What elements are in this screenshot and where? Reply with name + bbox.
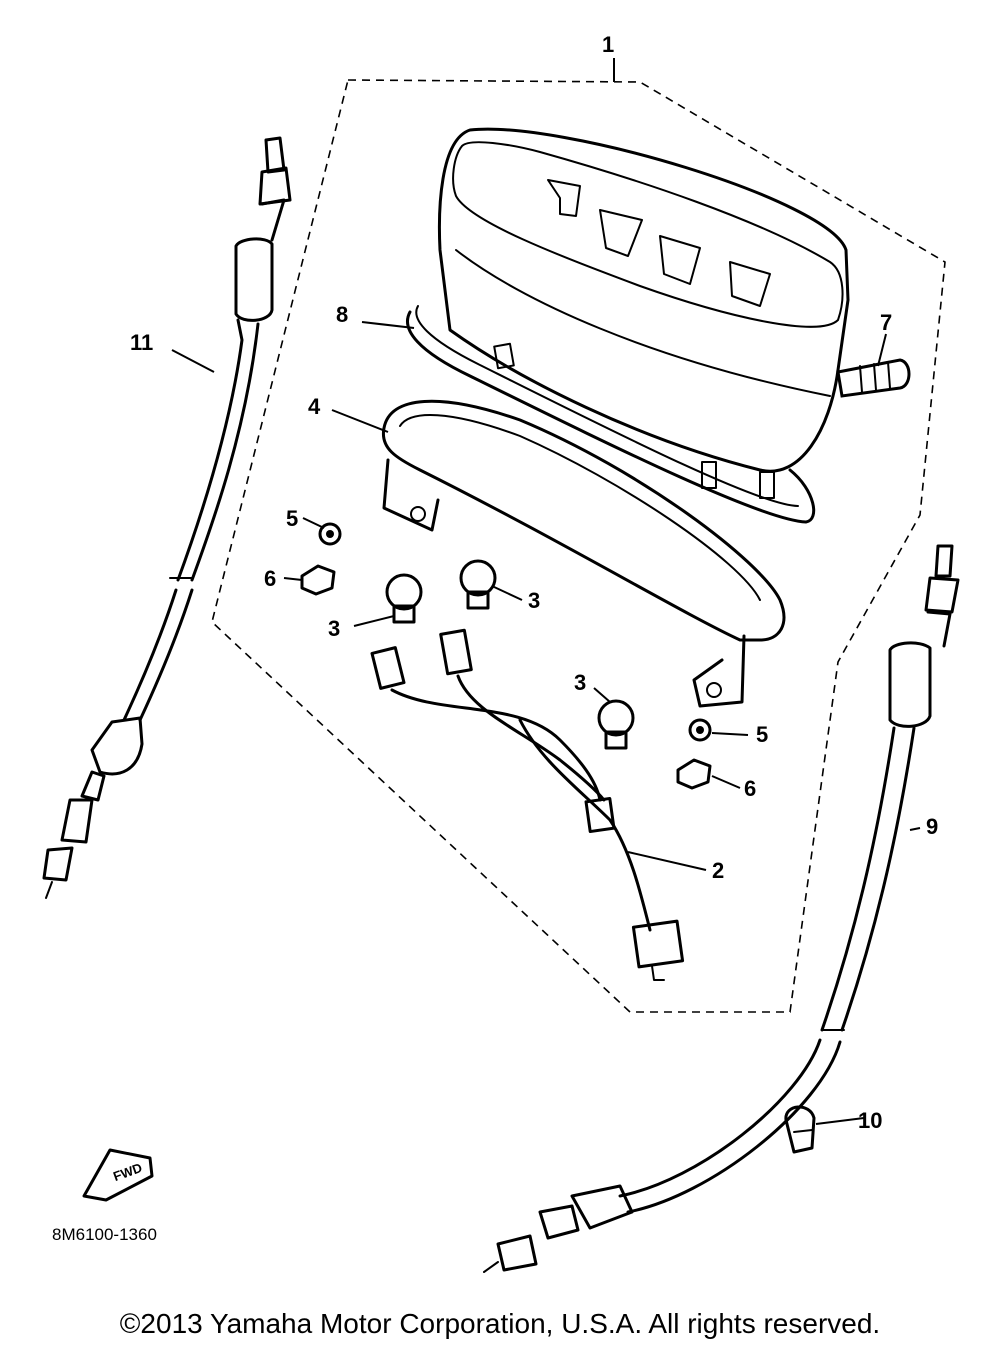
bulb-center — [459, 559, 497, 610]
front-badge-label: FWD — [111, 1160, 144, 1184]
cable-clamp — [784, 1105, 816, 1154]
front-direction-arrow: FWD — [82, 1148, 154, 1202]
callout-4: 4 — [308, 394, 321, 419]
lamp-wire-harness — [370, 628, 685, 981]
speedometer-cable — [42, 136, 292, 899]
meter-bracket — [381, 399, 786, 708]
callout-8: 8 — [336, 302, 348, 327]
callout-labels: 1 8 7 4 5 6 3 3 3 5 6 2 9 10 11 — [130, 32, 938, 1133]
nut-washer-right — [676, 718, 712, 790]
diagram-part-code: 8M6100-1360 — [52, 1225, 157, 1244]
callout-2: 2 — [712, 858, 724, 883]
copyright-notice: ©2013 Yamaha Motor Corporation, U.S.A. A… — [119, 1308, 881, 1339]
assembly-boundary — [211, 58, 946, 1013]
callout-5b: 5 — [756, 722, 768, 747]
speedometer-housing — [437, 127, 850, 499]
callout-5a: 5 — [286, 506, 298, 531]
callout-3a: 3 — [328, 616, 340, 641]
callout-7: 7 — [880, 310, 892, 335]
nut-washer-left — [300, 522, 342, 596]
callout-9: 9 — [926, 814, 938, 839]
callout-3c: 3 — [574, 670, 586, 695]
leader-lines — [171, 321, 921, 1125]
tachometer-cable — [483, 544, 960, 1273]
trip-reset-knob — [836, 358, 911, 398]
callout-1: 1 — [602, 32, 614, 57]
callout-6a: 6 — [264, 566, 276, 591]
callout-3b: 3 — [528, 588, 540, 613]
gasket-ring — [406, 305, 816, 524]
callout-6b: 6 — [744, 776, 756, 801]
bulb-left — [385, 573, 423, 624]
callout-10: 10 — [858, 1108, 882, 1133]
callout-11: 11 — [130, 330, 153, 355]
bulb-right — [597, 699, 635, 750]
